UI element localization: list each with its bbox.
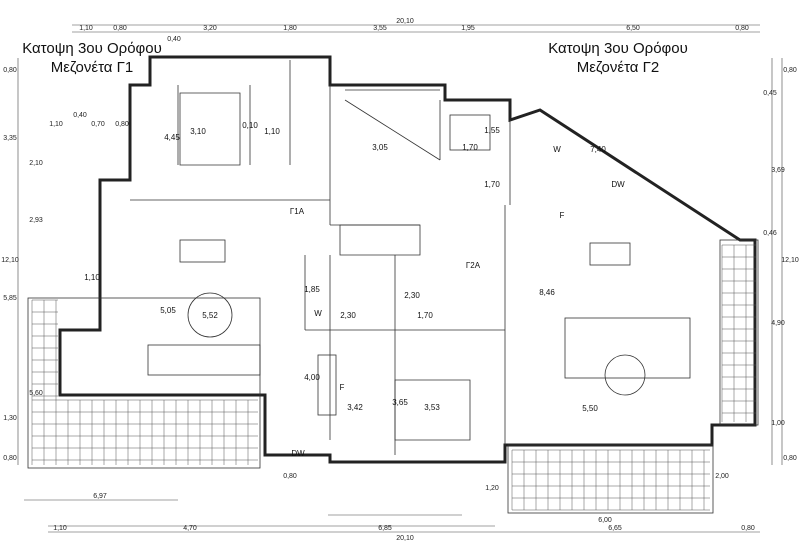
title-left-line1: Κατοψη 3ου Ορόφου xyxy=(22,40,162,57)
dimension-label: 3,10 xyxy=(190,127,206,136)
dimension-label: 1,95 xyxy=(461,25,475,32)
dimension-label: 1,10 xyxy=(264,127,280,136)
dimension-label: 0,45 xyxy=(763,90,777,97)
dimension-label: Γ2Α xyxy=(466,261,481,270)
dimension-label: 4,45 xyxy=(164,133,180,142)
dimension-label: 12,10 xyxy=(781,257,799,264)
dimension-label: 1,20 xyxy=(485,485,499,492)
dimension-label: W xyxy=(314,309,322,318)
dimension-label: 1,10 xyxy=(49,121,63,128)
dimension-label: 3,55 xyxy=(373,25,387,32)
dimension-label: 1,85 xyxy=(304,285,320,294)
dimension-label: 6,85 xyxy=(378,525,392,532)
title-left-line2: Μεζονέτα Γ1 xyxy=(51,59,133,76)
dimension-label: 3,35 xyxy=(3,135,17,142)
dimension-label: 5,50 xyxy=(582,404,598,413)
dimension-label: 1,55 xyxy=(484,126,500,135)
dimension-label: 0,40 xyxy=(73,112,87,119)
dimension-label: 7,40 xyxy=(590,145,606,154)
dims-bottom: 1,10 4,70 6,85 6,65 0,80 20,10 6,00 6,97… xyxy=(53,473,755,542)
dimension-label: 6,65 xyxy=(608,525,622,532)
dimension-label: 3,53 xyxy=(424,403,440,412)
dimension-label: F xyxy=(560,211,565,220)
dimension-label: 1,10 xyxy=(79,25,93,32)
dimension-label: 4,70 xyxy=(183,525,197,532)
room-labels: Γ1Α Γ2Α DW DW W W F F xyxy=(290,145,625,458)
dimension-label: Γ1Α xyxy=(290,207,305,216)
dimension-label: 0,80 xyxy=(735,25,749,32)
dimension-label: 0,80 xyxy=(3,67,17,74)
dimension-label: DW xyxy=(611,180,625,189)
dims-left: 0,80 3,35 2,10 12,10 2,93 5,85 5,60 1,30… xyxy=(1,67,129,462)
dimension-label: 1,80 xyxy=(283,25,297,32)
dimension-label: 1,70 xyxy=(484,180,500,189)
dimension-label: F xyxy=(340,383,345,392)
dimension-label: 1,10 xyxy=(53,525,67,532)
dimension-label: 0,80 xyxy=(741,525,755,532)
dimension-label: 6,97 xyxy=(93,493,107,500)
dimension-label: 6,00 xyxy=(598,517,612,524)
dimension-label: 2,30 xyxy=(404,291,420,300)
dimension-label: 2,93 xyxy=(29,217,43,224)
dimension-label: 0,40 xyxy=(167,36,181,43)
balcony-right xyxy=(507,239,759,514)
dimension-label: DW xyxy=(291,449,305,458)
title-right-line2: Μεζονέτα Γ2 xyxy=(577,59,659,76)
title-right-line1: Κατοψη 3ου Ορόφου xyxy=(548,40,688,57)
dimension-label: 1,70 xyxy=(417,311,433,320)
dimension-label: 1,10 xyxy=(84,273,100,282)
dimension-label: 5,60 xyxy=(29,390,43,397)
dimension-label: 3,05 xyxy=(372,143,388,152)
dimension-label: 0,70 xyxy=(91,121,105,128)
dimension-label: 20,10 xyxy=(396,535,414,542)
dimension-label: 0,10 xyxy=(242,121,258,130)
dimension-label: 2,00 xyxy=(715,473,729,480)
dimension-label: 5,52 xyxy=(202,311,218,320)
dimension-label: 3,42 xyxy=(347,403,363,412)
dimension-label: 0,46 xyxy=(763,230,777,237)
dimension-label: 3,69 xyxy=(771,167,785,174)
dimension-label: 0,80 xyxy=(3,455,17,462)
dimension-label: 12,10 xyxy=(1,257,19,264)
dimension-label: 2,10 xyxy=(29,160,43,167)
dimension-label: 4,90 xyxy=(771,320,785,327)
dimension-label: 20,10 xyxy=(396,18,414,25)
dimension-label: 3,20 xyxy=(203,25,217,32)
dimension-label: 0,80 xyxy=(783,455,797,462)
dimension-label: 1,70 xyxy=(462,143,478,152)
dimension-label: 6,50 xyxy=(626,25,640,32)
dimension-label: 1,30 xyxy=(3,415,17,422)
dimension-lines xyxy=(17,24,783,533)
balcony-left xyxy=(27,297,261,469)
dimension-label: 0,80 xyxy=(283,473,297,480)
dimension-label: 8,46 xyxy=(539,288,555,297)
dims-top: 1,10 0,80 3,20 1,80 3,55 1,95 6,50 0,80 … xyxy=(79,18,749,43)
dimension-label: 1,00 xyxy=(771,420,785,427)
dimension-label: 5,85 xyxy=(3,295,17,302)
dimension-label: 4,00 xyxy=(304,373,320,382)
room-dimensions: 3,10 0,10 1,10 4,45 3,05 1,70 1,55 7,40 … xyxy=(84,121,606,413)
dimension-label: 0,80 xyxy=(113,25,127,32)
dims-right: 0,80 0,45 3,69 12,10 0,46 4,90 1,00 0,80 xyxy=(763,67,799,462)
dimension-label: 0,80 xyxy=(783,67,797,74)
dimension-label: W xyxy=(553,145,561,154)
walls xyxy=(58,55,757,464)
dimension-label: 2,30 xyxy=(340,311,356,320)
dimension-label: 3,65 xyxy=(392,398,408,407)
dimension-label: 5,05 xyxy=(160,306,176,315)
dimension-label: 0,80 xyxy=(115,121,129,128)
